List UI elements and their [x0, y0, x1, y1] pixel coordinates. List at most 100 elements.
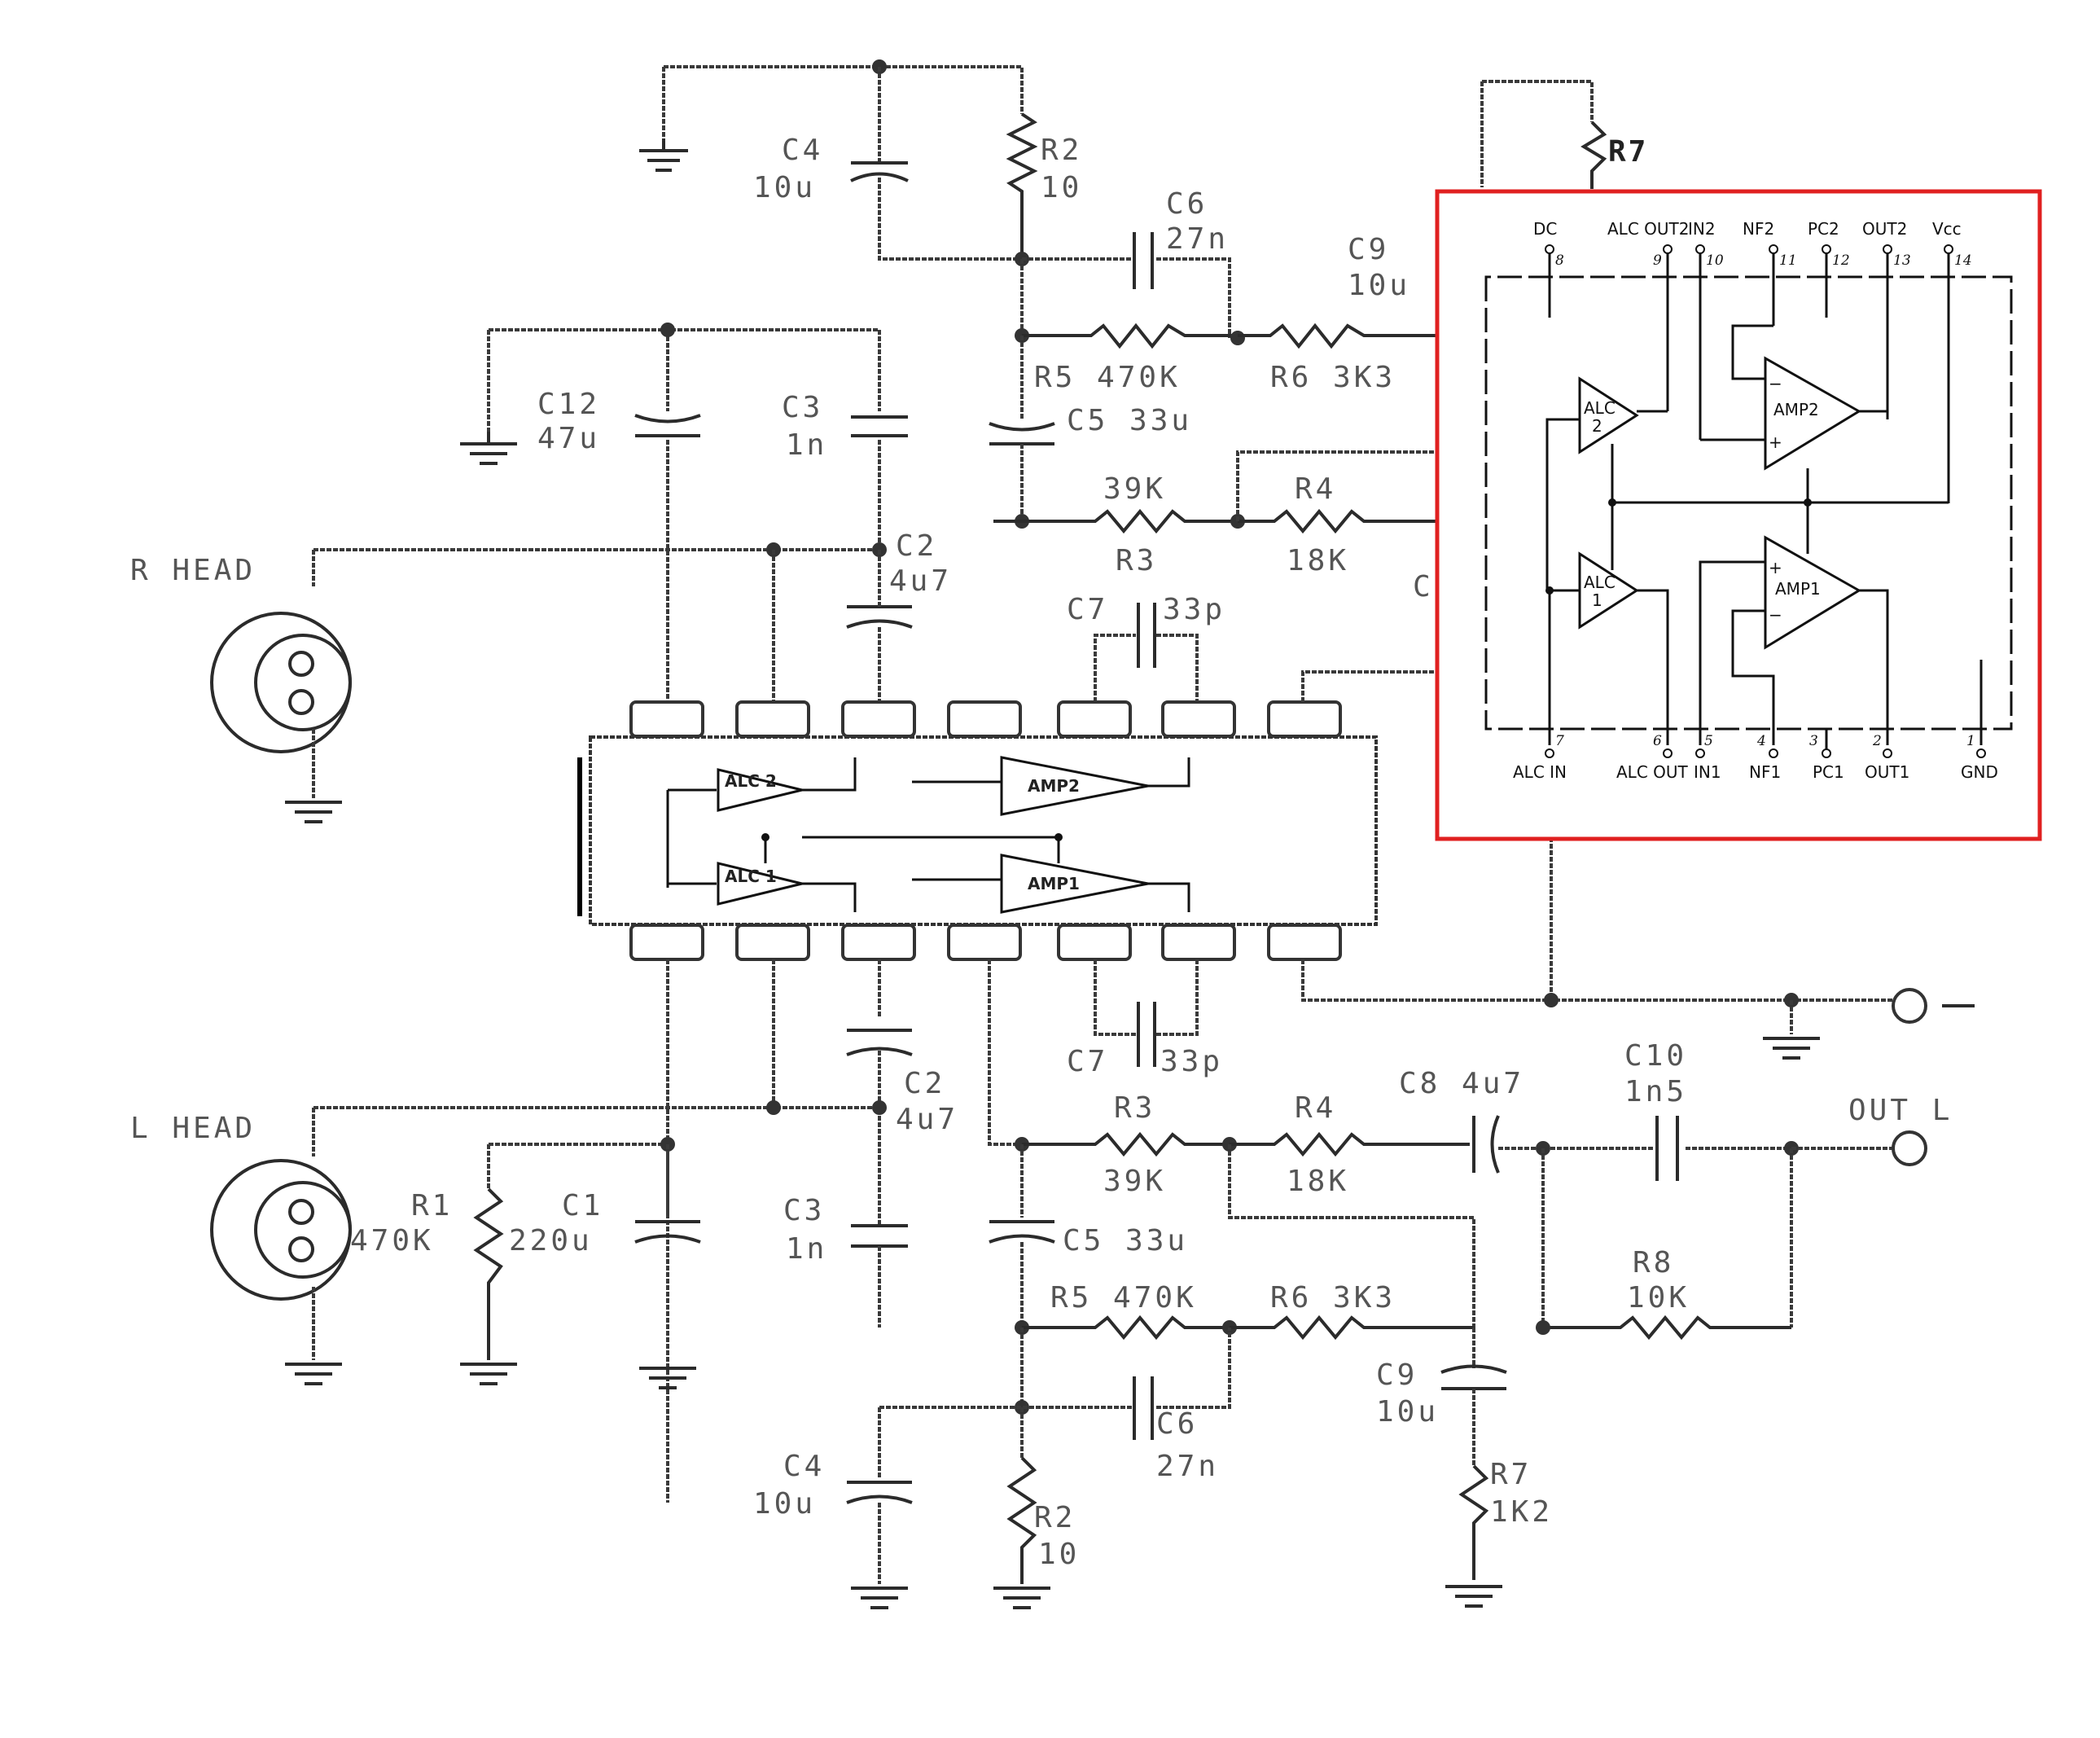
ic-pin-pad: [841, 700, 916, 738]
resistor-r3: [1022, 1131, 1230, 1157]
c1-value: 220u: [509, 1224, 593, 1257]
ic-pin-pad: [629, 700, 704, 738]
c12-value: 47u: [537, 422, 600, 455]
capacitor-c7-bottom: [1137, 1002, 1156, 1067]
r3-ref: R3: [1114, 1091, 1155, 1125]
capacitor-c4-top: [850, 161, 909, 182]
capacitor-c5: [989, 1220, 1055, 1244]
c1-ref: C1: [562, 1189, 603, 1222]
c9-value: 10u: [1348, 269, 1410, 302]
capacitor-c3-top: [851, 415, 908, 437]
r8-ref: R8: [1633, 1246, 1674, 1279]
ic-pin-pad: [1057, 924, 1132, 961]
r2-ref: R2: [1041, 134, 1082, 167]
out-l-label: OUT L: [1848, 1094, 1953, 1127]
pin14-num: 14: [1954, 252, 1972, 269]
r4-value: 18K: [1287, 1165, 1349, 1198]
pin8-num: 8: [1555, 252, 1564, 269]
l-head-label: L HEAD: [130, 1112, 256, 1145]
inset-alc2-triangle: [1578, 376, 1639, 454]
r2-ref: R2: [1034, 1501, 1076, 1534]
junction-dot: [1536, 1320, 1550, 1335]
ic-pin-pad: [947, 700, 1022, 738]
pin8-label: DC: [1533, 219, 1557, 239]
inset-top-pins: [1545, 244, 1953, 503]
resistor-r6: [1230, 1314, 1474, 1341]
c6-value: 27n: [1166, 222, 1229, 256]
inset-amp2-plus: +: [1769, 432, 1782, 452]
ic-pin-pad: [841, 924, 916, 961]
ic-body: [589, 735, 1378, 926]
c7-ref-top: C7: [1067, 593, 1108, 626]
resistor-r2-top: [1006, 112, 1038, 259]
r6-ref-value: R6 3K3: [1270, 361, 1396, 394]
wire: [312, 1106, 879, 1156]
wire: [1482, 80, 1594, 122]
c4-ref: C4: [783, 1450, 825, 1483]
ground-symbol: [285, 1363, 342, 1385]
ic-internal-wiring: [666, 757, 1190, 912]
pin2-num: 2: [1872, 733, 1882, 749]
capacitor-c6: [1133, 1376, 1154, 1440]
junction-dot: [872, 1100, 887, 1115]
c9-value: 10u: [1376, 1395, 1439, 1429]
c4-ref: C4: [782, 134, 823, 167]
pin4-label: NF1: [1749, 762, 1781, 782]
ground-symbol: [285, 801, 342, 823]
inset-amp2-minus: −: [1769, 374, 1782, 393]
resistor-r1: [473, 1187, 504, 1360]
pin14-label: Vcc: [1932, 219, 1962, 239]
resistor-r7: [1458, 1464, 1489, 1580]
l-head-symbol: [210, 1159, 352, 1301]
c4-value: 10u: [753, 1487, 816, 1521]
resistor-r6-top: [1238, 323, 1441, 349]
c9-ref: C9: [1348, 233, 1389, 266]
r2-value: 10: [1038, 1538, 1080, 1571]
r-head-label: R HEAD: [130, 554, 256, 587]
ic-pin-pad: [1161, 700, 1236, 738]
capacitor-c10: [1655, 1116, 1679, 1181]
inset-internal-wiring: [1545, 324, 1983, 745]
wire: [1228, 1144, 1475, 1328]
pin4-num: 4: [1756, 733, 1766, 749]
capacitor-c12: [634, 414, 701, 437]
wire: [879, 1328, 1231, 1409]
wire: [666, 440, 881, 709]
junction-dot: [1054, 833, 1063, 841]
wire: [1236, 450, 1441, 521]
r1-ref: R1: [411, 1189, 453, 1222]
ic-pin-pad: [1057, 700, 1132, 738]
pin12-label: PC2: [1808, 219, 1839, 239]
ground-symbol: [1763, 1037, 1820, 1060]
resistor-r4-top: [1238, 508, 1441, 534]
c8-ref-value: C8 4u7: [1399, 1067, 1524, 1100]
capacitor-c4: [846, 1481, 913, 1504]
inset-amp1-triangle: [1764, 535, 1861, 650]
ground-symbol: [993, 1587, 1050, 1609]
inset-bottom-pins: [1545, 729, 1986, 758]
ground-symbol: [460, 1363, 517, 1385]
pin5-num: 5: [1704, 733, 1713, 749]
junction-dot: [660, 323, 675, 337]
c6-value: 27n: [1156, 1450, 1219, 1483]
r7-ref: R7: [1608, 135, 1648, 169]
pin6-num: 6: [1653, 733, 1662, 749]
pin6-label: ALC OUT: [1616, 762, 1689, 782]
chip-alc1-label: ALC 1: [725, 867, 777, 886]
inset-amp1-minus: −: [1769, 605, 1782, 625]
out-l-terminal: [1892, 1130, 1927, 1166]
junction-dot: [766, 1100, 781, 1115]
alc1-triangle: [717, 862, 803, 906]
wire: [487, 328, 881, 432]
chip-amp1-label: AMP1: [1028, 874, 1080, 893]
capacitor-c5-top: [989, 422, 1055, 445]
ic-pin-pad: [1267, 700, 1342, 738]
capacitor-c7-top: [1137, 603, 1156, 668]
c2-ref: C2: [904, 1067, 945, 1100]
c7-ref: C7: [1067, 1045, 1108, 1078]
wire: [1541, 1148, 1793, 1328]
wire: [312, 548, 879, 586]
inset-border: [1435, 189, 2042, 841]
ground-symbol: [639, 1367, 696, 1389]
